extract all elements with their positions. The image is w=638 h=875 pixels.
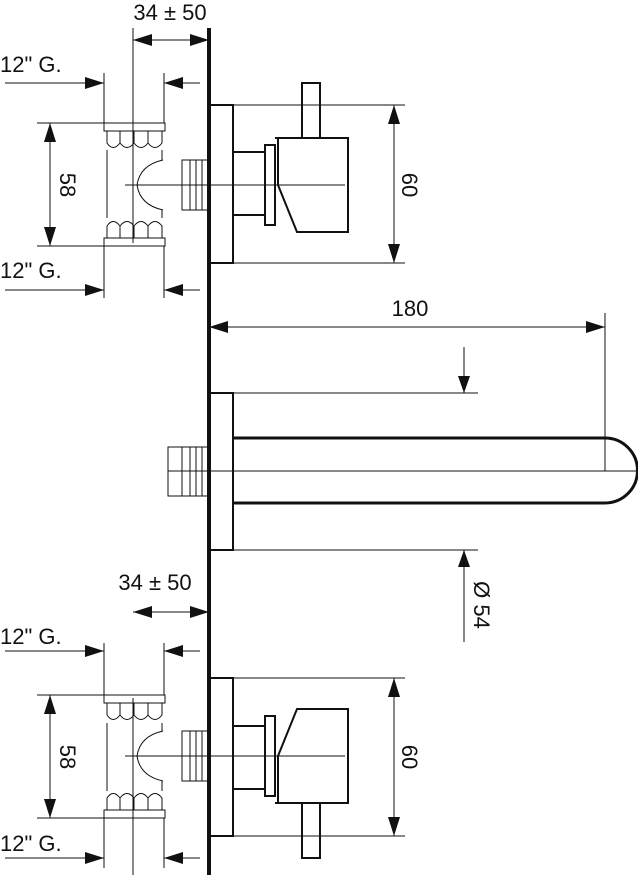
top-inlet-lower-label: 12" G. (0, 258, 62, 283)
bottom-inlet-lower-label: 12" G. (0, 831, 62, 856)
bottom-depth-dimension (133, 606, 209, 618)
spout (167, 313, 638, 642)
bottom-depth-label: 34 ± 50 (118, 570, 191, 595)
spout-length-label: 180 (392, 296, 429, 321)
top-depth-dimension (133, 34, 209, 46)
spout-diameter-label: Ø 54 (469, 581, 494, 629)
top-depth-label: 34 ± 50 (133, 0, 206, 25)
top-flange-label: 60 (397, 173, 422, 197)
bottom-height-label: 58 (55, 745, 80, 769)
top-height-label: 58 (55, 173, 80, 197)
top-valve (4, 27, 406, 299)
bottom-inlet-upper-label: 12" G. (0, 624, 62, 649)
bottom-flange-label: 60 (397, 745, 422, 769)
top-inlet-upper-label: 12" G. (0, 52, 62, 77)
